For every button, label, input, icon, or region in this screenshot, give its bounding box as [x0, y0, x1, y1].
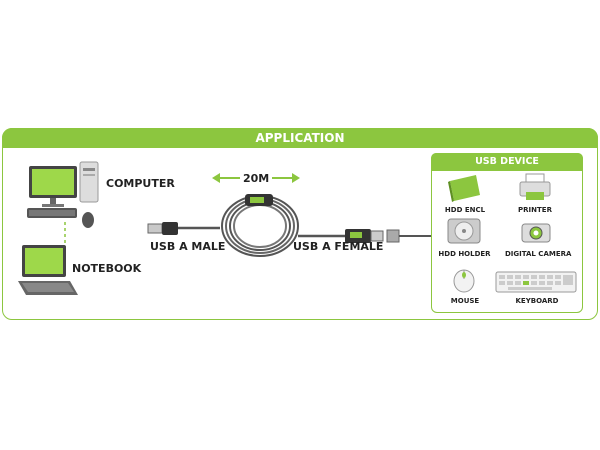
desktop-computer-icon	[27, 161, 99, 228]
digital-camera-icon	[521, 223, 551, 243]
length-arrow	[212, 173, 300, 183]
keyboard-icon	[495, 271, 577, 293]
notebook-icon	[18, 245, 78, 295]
device-label-digital-camera: DIGITAL CAMERA	[505, 250, 572, 258]
usb-a-male-label: USB A MALE	[150, 240, 226, 253]
device-label-printer: PRINTER	[518, 206, 552, 214]
usb-a-female-label: USB A FEMALE	[293, 240, 384, 253]
printer-icon	[519, 173, 551, 200]
usb-cable	[147, 194, 432, 257]
notebook-label: NOTEBOOK	[72, 262, 142, 275]
usb-device-title: USB DEVICE	[431, 153, 583, 171]
device-label-hdd-encl: HDD ENCL	[444, 206, 486, 214]
application-header: APPLICATION	[2, 128, 598, 148]
mouse-icon	[453, 269, 475, 293]
computer-label: COMPUTER	[106, 177, 175, 190]
hdd-enclosure-icon	[448, 175, 480, 202]
device-label-keyboard: KEYBOARD	[515, 297, 559, 305]
device-label-hdd-holder: HDD HOLDER	[438, 250, 491, 258]
hdd-holder-icon	[447, 218, 481, 244]
length-label: 20M	[243, 172, 270, 185]
device-label-mouse: MOUSE	[450, 297, 480, 305]
